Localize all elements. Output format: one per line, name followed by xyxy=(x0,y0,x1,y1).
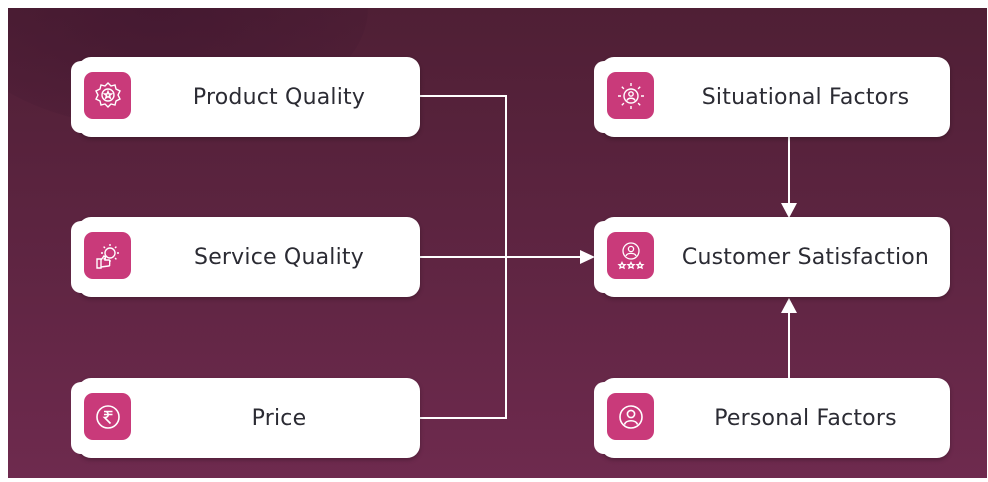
gear-thumbs-up-icon xyxy=(84,232,131,279)
arrowhead-personal xyxy=(781,298,797,313)
connector-lines xyxy=(420,95,797,419)
node-situational-factors: Situational Factors xyxy=(594,57,950,137)
node-label-service-quality: Service Quality xyxy=(194,244,364,270)
node-product-quality: Product Quality xyxy=(71,57,420,137)
user-rating-stars-icon xyxy=(607,232,654,279)
user-circle-icon xyxy=(607,393,654,440)
arrowhead-to-outcome xyxy=(580,250,595,264)
rupee-coin-icon xyxy=(84,393,131,440)
arrowhead-situational xyxy=(781,203,797,218)
node-label-personal-factors: Personal Factors xyxy=(714,405,897,431)
node-personal-factors: Personal Factors xyxy=(594,378,950,458)
person-sun-icon xyxy=(607,72,654,119)
node-label-situational-factors: Situational Factors xyxy=(701,84,910,110)
quality-badge-icon xyxy=(84,72,131,119)
diagram-canvas: Product Quality Service Quality Price xyxy=(8,8,987,478)
node-label-customer-satisfaction: Customer Satisfaction xyxy=(681,244,930,270)
node-customer-satisfaction: Customer Satisfaction xyxy=(594,217,950,297)
node-service-quality: Service Quality xyxy=(71,217,420,297)
node-label-product-quality: Product Quality xyxy=(192,84,366,110)
node-label-price: Price xyxy=(251,405,307,431)
node-price: Price xyxy=(71,378,420,458)
